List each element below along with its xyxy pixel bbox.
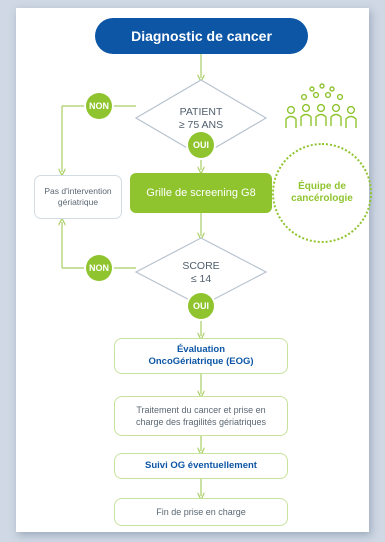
non-badge-1: NON	[86, 93, 112, 119]
step-eog-box: Évaluation OncoGériatrique (EOG)	[114, 338, 288, 374]
oui-badge-2: OUI	[188, 293, 214, 319]
decision-score-line1: SCORE	[182, 260, 220, 272]
people-group-icon	[285, 83, 357, 128]
decision-score-line2: ≤ 14	[190, 273, 212, 285]
step-end-box: Fin de prise en charge	[114, 498, 288, 526]
title-pill: Diagnostic de cancer	[95, 18, 308, 54]
decision-label-score: SCORE ≤ 14	[151, 260, 251, 286]
oncology-team-circle: Équipe de cancérologie	[272, 143, 372, 243]
decision-age-line1: PATIENT	[179, 106, 223, 118]
non-badge-2: NON	[86, 255, 112, 281]
screening-g8-box: Grille de screening G8	[130, 173, 272, 213]
no-intervention-box: Pas d'intervention gériatrique	[34, 175, 122, 219]
decision-age-line2: ≥ 75 ANS	[178, 119, 224, 131]
decision-label-age: PATIENT ≥ 75 ANS	[151, 106, 251, 132]
step-follow-up-box: Suivi OG éventuellement	[114, 453, 288, 479]
step-treatment-box: Traitement du cancer et prise en charge …	[114, 396, 288, 436]
oui-badge-1: OUI	[188, 132, 214, 158]
oncology-team-label: Équipe de cancérologie	[291, 181, 353, 204]
